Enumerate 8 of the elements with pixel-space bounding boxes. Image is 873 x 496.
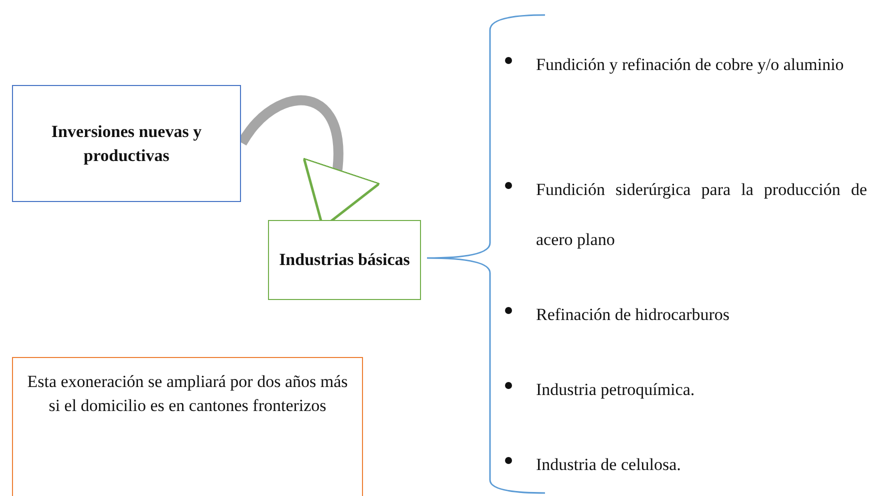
list-item: Industria de celulosa. [536,454,681,476]
list-item: Fundición siderúrgica para la producción de acero plano [536,179,867,251]
note-box: Esta exoneración se ampliará por dos años más si el domicilio es en cantones fronterizos [12,357,363,496]
process-box: Industrias básicas [268,220,421,300]
list-item: Fundición y refinación de cobre y/o aluminio [536,54,844,76]
process-box: Inversiones nuevas y productivas [12,85,241,202]
list-item: Industria petroquímica. [536,379,695,401]
list-item: Refinación de hidrocarburos [536,304,730,326]
